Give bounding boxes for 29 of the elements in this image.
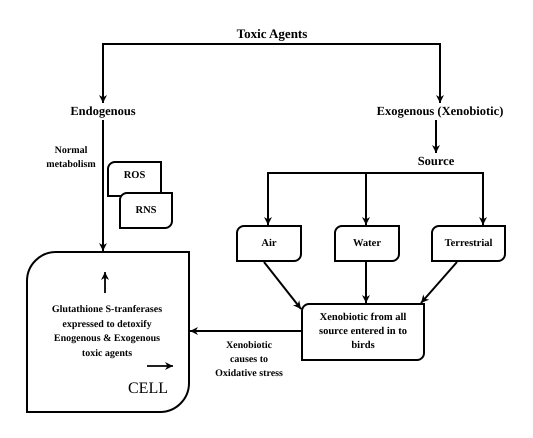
node-label: Water <box>353 236 381 250</box>
arrow <box>432 120 440 153</box>
arrow <box>362 172 436 225</box>
category-label: Exogenous (Xenobiotic) <box>362 103 518 120</box>
node-label: ROS <box>124 169 146 183</box>
arrow <box>436 172 487 225</box>
arrow <box>99 43 272 103</box>
category-label: Toxic Agents <box>222 23 322 44</box>
arrow <box>263 261 302 310</box>
node-label: Terrestrial <box>444 236 492 250</box>
cell-box <box>26 251 190 413</box>
cell-title: CELL <box>128 380 168 398</box>
process-box <box>107 161 162 197</box>
process-box <box>431 225 506 262</box>
category-label: Endogenous <box>63 103 143 120</box>
arrow <box>362 262 370 303</box>
process-box <box>334 225 400 262</box>
process-box <box>236 225 302 262</box>
arrow <box>99 120 107 251</box>
category-label: Source <box>406 153 466 173</box>
arrow <box>272 43 444 103</box>
node-label: Air <box>261 236 277 250</box>
description-text: Glutathione S-tranferases expressed to detoxify Enogenous & Exogenous toxic agents <box>50 303 164 360</box>
arrow <box>190 327 301 335</box>
process-box <box>301 303 425 361</box>
node-label: Xenobiotic from all source entered in to birds <box>318 311 408 353</box>
arrow <box>420 261 458 304</box>
node-label: RNS <box>135 204 156 218</box>
process-box <box>119 192 173 229</box>
